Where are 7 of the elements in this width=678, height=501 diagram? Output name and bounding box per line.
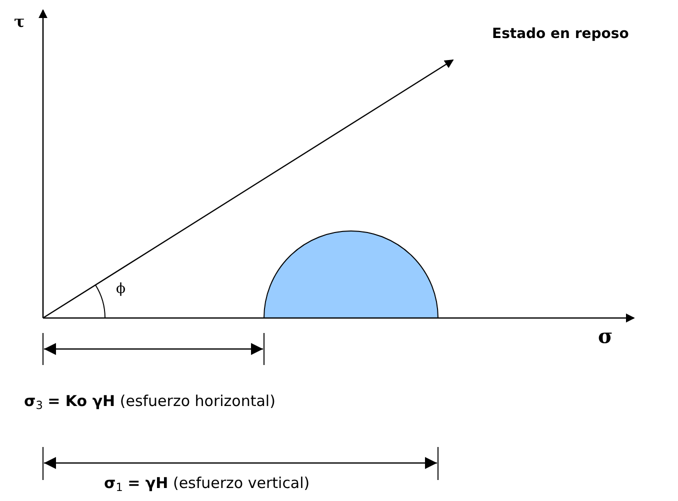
axis-label: σ: [598, 326, 613, 346]
formula-text: σ$_{1}$ = γH (esfuerzo vertical): [104, 476, 310, 491]
angle-label: ϕ: [116, 282, 126, 296]
diagram-title: Estado en reposo: [492, 25, 629, 44]
formula-text: σ$_{3}$ = Ko γH (esfuerzo horizontal): [24, 394, 276, 409]
mohr-semicircle: [264, 230, 438, 318]
axis-label: τ: [14, 14, 25, 30]
